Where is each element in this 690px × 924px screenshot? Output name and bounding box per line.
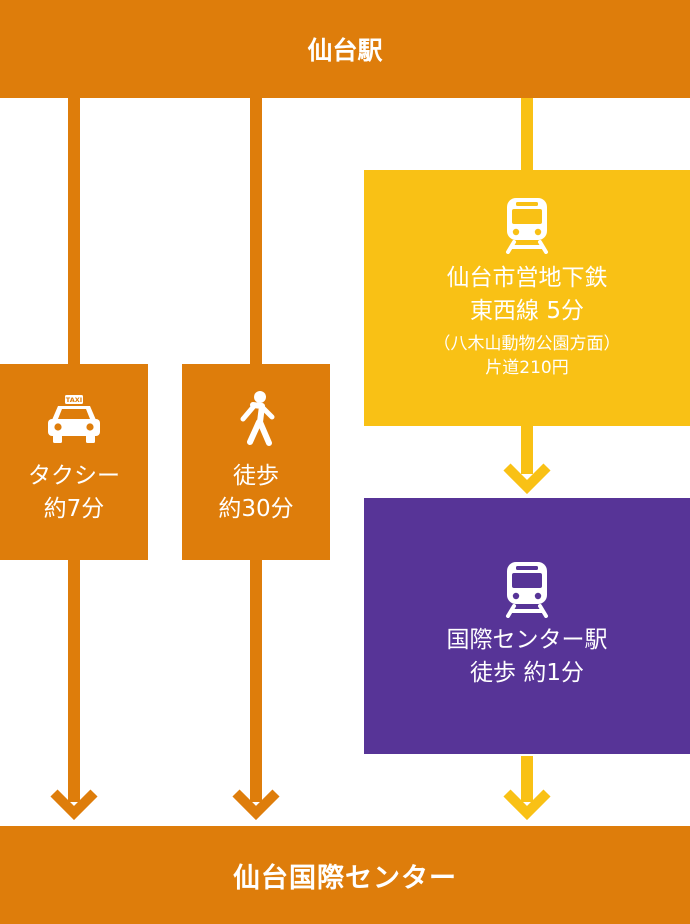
- destination-header: 仙台国際センター: [0, 826, 690, 924]
- train-icon: [506, 198, 548, 254]
- taxi-route-box: TAXI タクシー 約7分: [0, 364, 148, 560]
- taxi-label: タクシー: [28, 463, 120, 489]
- taxi-route-line-upper: [68, 98, 80, 366]
- subway-route-line-upper: [521, 98, 533, 172]
- walk-route-box: 徒歩 約30分: [182, 364, 330, 560]
- walk-label: 徒歩: [233, 463, 279, 489]
- taxi-route-line-lower: [68, 558, 80, 802]
- subway-line-box: 仙台市営地下鉄 東西線 5分 （八木山動物公園方面） 片道210円: [364, 170, 690, 426]
- station-title: 国際センター駅 徒歩 約1分: [446, 627, 608, 686]
- walk-route-line-upper: [250, 98, 262, 366]
- subway-line-note: （八木山動物公園方面） 片道210円: [433, 334, 621, 378]
- origin-station-header: 仙台駅: [0, 0, 690, 98]
- walk-duration: 約30分: [218, 496, 294, 522]
- subway-connector-line: [521, 424, 533, 474]
- taxi-icon: TAXI: [48, 395, 100, 443]
- train-icon: [506, 562, 548, 618]
- subway-route-line-lower: [521, 756, 533, 802]
- svg-text:TAXI: TAXI: [66, 396, 82, 404]
- taxi-duration: 約7分: [43, 496, 105, 522]
- walk-arrow-head: [232, 789, 280, 820]
- destination-label: 仙台国際センター: [233, 862, 457, 894]
- origin-station-label: 仙台駅: [307, 36, 383, 65]
- subway-connector-arrow: [503, 463, 551, 494]
- walk-route-line-lower: [250, 558, 262, 802]
- station-box: 国際センター駅 徒歩 約1分: [364, 498, 690, 754]
- subway-line-title: 仙台市営地下鉄 東西線 5分: [446, 265, 608, 324]
- subway-arrow-head: [503, 789, 551, 820]
- pedestrian-icon: [240, 391, 275, 446]
- taxi-arrow-head: [50, 789, 98, 820]
